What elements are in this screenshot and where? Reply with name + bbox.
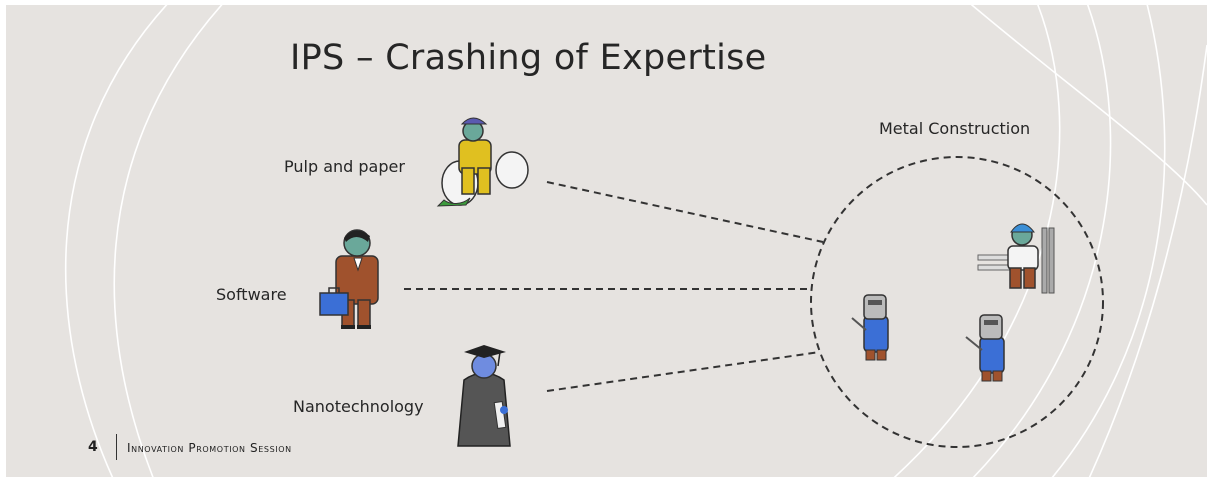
source-label-pulp-and-paper: Pulp and paper [284,157,405,176]
source-label-software: Software [216,285,287,304]
page-number: 4 [88,439,98,455]
paper-worker-icon [436,117,529,207]
metal-construction-circle [810,156,1104,448]
welder-icon [851,294,889,361]
footer-text: Innovation Promotion Session [127,441,292,455]
construction-worker-icon [977,223,1055,294]
slide-title: IPS – Crashing of Expertise [290,38,767,78]
graduate-icon [457,345,511,447]
footer-divider [116,434,117,460]
connector-nanotechnology [546,351,821,392]
slide-background [6,5,1207,477]
target-label-metal-construction: Metal Construction [879,119,1031,138]
connector-pulp-and-paper [546,181,824,243]
source-label-nanotechnology: Nanotechnology [293,397,424,416]
welder-icon [965,314,1005,382]
businessman-icon [319,229,379,329]
